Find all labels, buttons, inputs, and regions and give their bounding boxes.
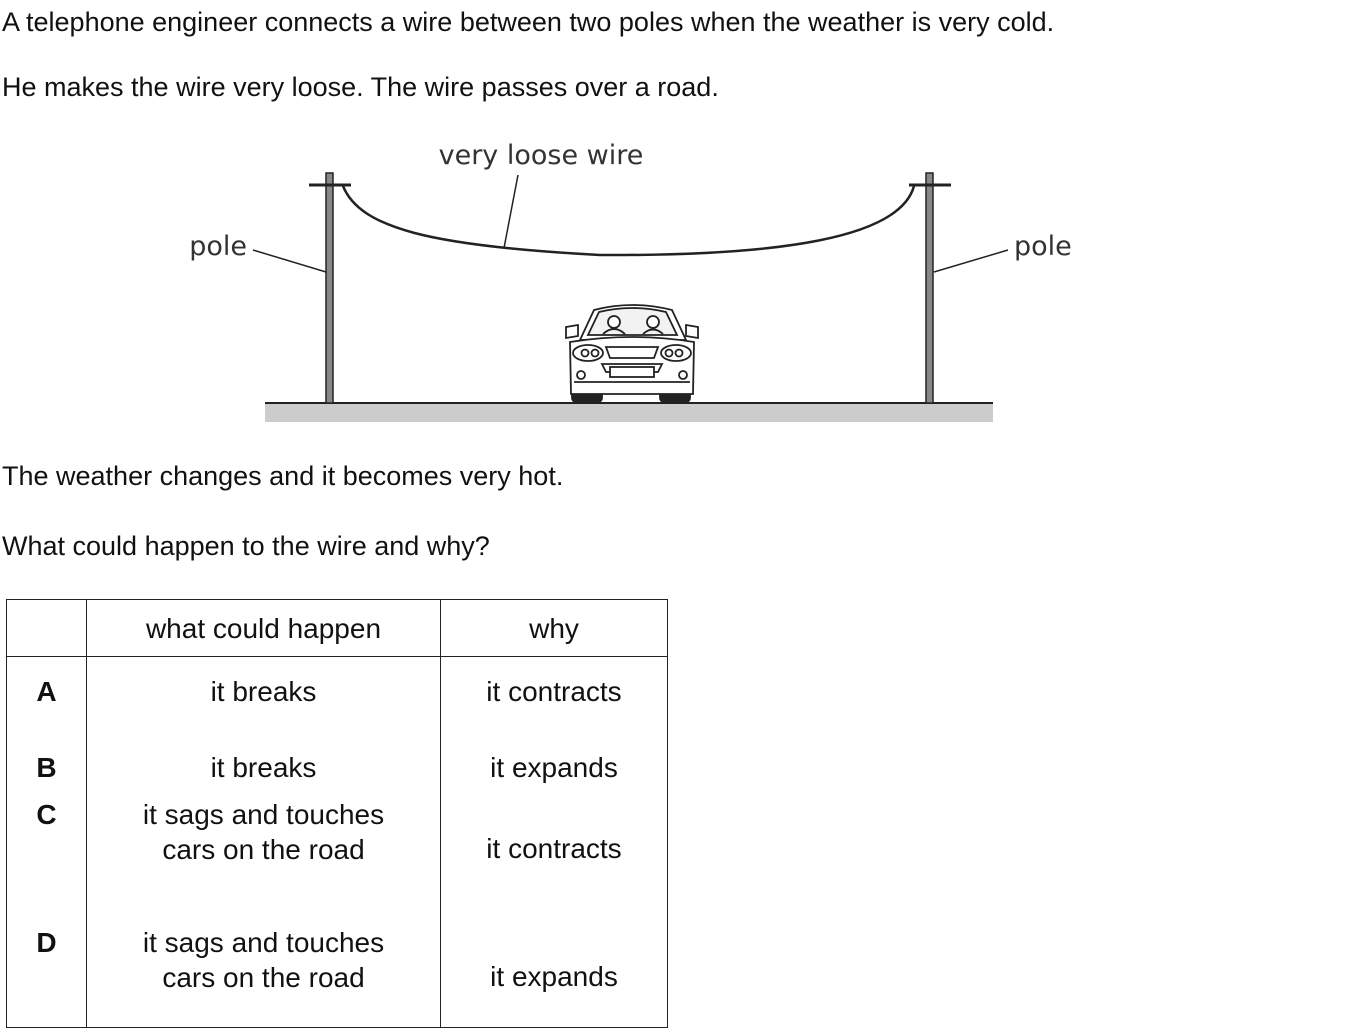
header-what-could-happen: what could happen: [86, 599, 441, 657]
wire-label: very loose wire: [439, 140, 644, 171]
loose-wire: [341, 185, 916, 257]
option-what-line: cars on the road: [162, 834, 365, 865]
option-what: it breaks: [86, 738, 441, 797]
question-line-1: The weather changes and it becomes very …: [2, 461, 564, 491]
option-why: it expands: [490, 960, 618, 992]
right-pole: [909, 172, 951, 404]
option-letter[interactable]: B: [6, 738, 87, 797]
option-what-line: it breaks: [210, 676, 317, 707]
right-pole-label: pole: [1014, 231, 1072, 262]
wire-diagram: very loose wire pole pole: [189, 140, 1072, 422]
left-pole-label: pole: [189, 231, 247, 262]
header-letter: [6, 599, 87, 657]
car-icon: [565, 304, 699, 403]
option-row-c[interactable]: C it sags and touches cars on the road i…: [6, 797, 668, 917]
header-why: why: [440, 599, 668, 657]
wire-label-leader: [503, 174, 519, 249]
option-why: it expands: [490, 752, 618, 783]
option-letter[interactable]: C: [6, 797, 87, 917]
question-line-2: What could happen to the wire and why?: [2, 531, 490, 561]
option-row-d[interactable]: D it sags and touches cars on the road i…: [6, 917, 668, 1028]
option-letter[interactable]: D: [6, 917, 87, 1028]
left-pole: [309, 172, 351, 404]
option-letter[interactable]: A: [6, 656, 87, 738]
right-pole-label-leader: [933, 249, 1009, 273]
option-what-line: it breaks: [210, 752, 317, 783]
option-why: it contracts: [486, 832, 622, 864]
options-header-row: what could happen why: [6, 599, 668, 657]
option-what-line: it sags and touches: [142, 799, 385, 830]
option-what: it sags and touches cars on the road: [86, 797, 441, 917]
option-row-b[interactable]: B it breaks it expands: [6, 738, 668, 797]
option-row-a[interactable]: A it breaks it contracts: [6, 656, 668, 738]
option-what: it sags and touches cars on the road: [86, 917, 441, 1028]
options-table: what could happen why A it breaks it con…: [6, 599, 668, 1028]
road: [265, 402, 993, 422]
option-what-line: it sags and touches: [142, 927, 385, 958]
intro-line-2: He makes the wire very loose. The wire p…: [2, 72, 719, 102]
option-what: it breaks: [86, 656, 441, 738]
option-why: it contracts: [486, 676, 622, 707]
left-pole-label-leader: [252, 249, 327, 273]
intro-line-1: A telephone engineer connects a wire bet…: [2, 7, 1055, 37]
option-what-line: cars on the road: [162, 962, 365, 993]
